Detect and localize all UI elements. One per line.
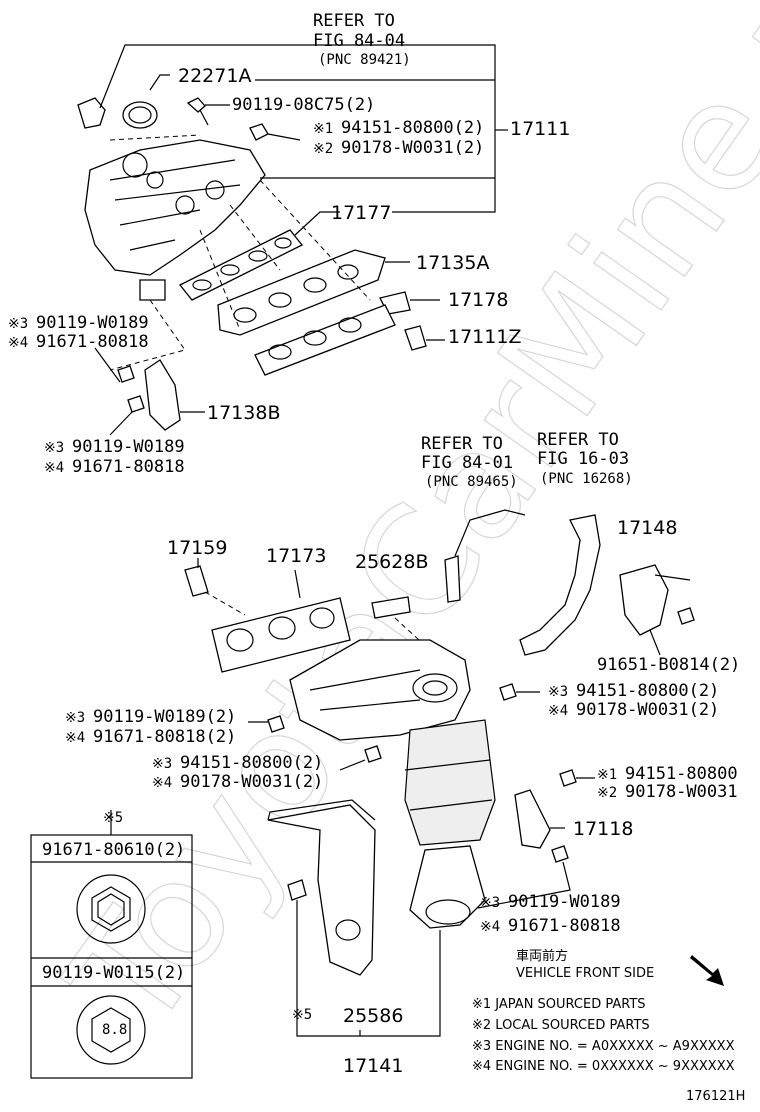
label-94151-80800-c: 94151-80800(2)	[576, 681, 719, 701]
label-90178-w0031-c: 90178-W0031(2)	[576, 700, 719, 720]
label-17148: 17148	[617, 517, 677, 539]
label-m4-a: ※4	[8, 335, 28, 351]
label-m4-b: ※4	[44, 460, 64, 476]
label-17111: 17111	[510, 118, 570, 140]
ref-84-04-line2: FIG 84-04	[313, 31, 405, 51]
ref-84-04-line3: (PNC 89421)	[318, 52, 411, 68]
label-90178-w0031-f: 90178-W0031	[625, 782, 738, 802]
label-m1-a: ※1	[313, 121, 333, 137]
label-m4-e: ※4	[152, 775, 172, 791]
ref-16-03-line3: (PNC 16268)	[540, 471, 633, 487]
label-90119-w0189-b: 90119-W0189	[72, 437, 185, 457]
label-m3-e: ※3	[152, 756, 172, 772]
label-90119-w0189-a: 90119-W0189	[36, 313, 149, 333]
label-m5-box: ※5	[103, 810, 123, 826]
label-m3-g: ※3	[480, 895, 500, 911]
label-m1-f: ※1	[597, 767, 617, 783]
intake-manifold-group	[77, 44, 508, 436]
label-91671-80610: 91671-80610(2)	[42, 840, 185, 860]
ref-84-04-line1: REFER TO	[313, 11, 395, 31]
label-m2-f: ※2	[597, 785, 617, 801]
ref-84-01-line2: FIG 84-01	[421, 453, 513, 473]
label-94151-80800-a: 94151-80800(2)	[341, 118, 484, 138]
label-m4-c: ※4	[548, 703, 568, 719]
vehicle-front-arrow	[690, 955, 724, 986]
label-91671-80818-b: 91671-80818	[72, 457, 185, 477]
vehicle-front-jp: 車両前方	[516, 948, 568, 964]
label-m3-b: ※3	[44, 440, 64, 456]
figure-id: 176121H	[686, 1089, 745, 1104]
ref-16-03-line1: REFER TO	[537, 430, 619, 450]
label-17111z: 17111Z	[448, 326, 521, 348]
label-m3-c: ※3	[548, 684, 568, 700]
label-17177: 17177	[331, 202, 391, 224]
label-25586: 25586	[343, 1005, 403, 1027]
label-17118: 17118	[573, 818, 633, 840]
label-90119-08c75: 90119-08C75(2)	[232, 95, 375, 115]
label-m5-b: ※5	[292, 1007, 312, 1023]
label-91671-80818-d: 91671-80818(2)	[93, 727, 236, 747]
label-94151-80800-f: 94151-80800	[625, 764, 738, 784]
label-17159: 17159	[167, 537, 227, 559]
footnote-3: ※3 ENGINE NO. = A0XXXXX ~ A9XXXXX	[472, 1039, 735, 1054]
label-90119-w0189-d: 90119-W0189(2)	[93, 707, 236, 727]
label-m3-a: ※3	[8, 316, 28, 332]
ref-16-03-line2: FIG 16-03	[537, 449, 629, 469]
label-90178-w0031-a: 90178-W0031(2)	[341, 138, 484, 158]
label-m2-a: ※2	[313, 141, 333, 157]
bolt-grade-text: 8.8	[102, 1022, 127, 1038]
label-91651-b0814: 91651-B0814(2)	[597, 655, 740, 675]
ref-84-01-line1: REFER TO	[421, 434, 503, 454]
label-90178-w0031-e: 90178-W0031(2)	[180, 772, 323, 792]
label-91671-80818-g: 91671-80818	[508, 916, 621, 936]
vehicle-front-en: VEHICLE FRONT SIDE	[516, 966, 654, 981]
label-25628b: 25628B	[355, 551, 428, 573]
exhaust-manifold-group	[184, 509, 695, 1037]
label-m4-d: ※4	[65, 730, 85, 746]
label-94151-80800-e: 94151-80800(2)	[180, 753, 323, 773]
label-17178: 17178	[448, 289, 508, 311]
fastener-legend-box	[30, 810, 193, 1079]
labels-group: REFER TO FIG 84-04 (PNC 89421) 22271A 90…	[8, 11, 745, 1104]
label-17138b: 17138B	[207, 402, 280, 424]
label-22271a: 22271A	[178, 65, 251, 87]
label-90119-w0189-g: 90119-W0189	[508, 892, 621, 912]
label-m3-d: ※3	[65, 710, 85, 726]
footnote-1: ※1 JAPAN SOURCED PARTS	[472, 997, 646, 1012]
label-91671-80818-a: 91671-80818	[36, 332, 149, 352]
label-17141: 17141	[343, 1055, 403, 1077]
label-m4-g: ※4	[480, 919, 500, 935]
ref-84-01-line3: (PNC 89465)	[425, 474, 518, 490]
label-17135a: 17135A	[416, 252, 489, 274]
footnote-4: ※4 ENGINE NO. = 0XXXXXX ~ 9XXXXXX	[472, 1059, 735, 1074]
label-17173: 17173	[266, 545, 326, 567]
footnote-2: ※2 LOCAL SOURCED PARTS	[472, 1018, 650, 1033]
label-90119-w0115: 90119-W0115(2)	[42, 963, 185, 983]
